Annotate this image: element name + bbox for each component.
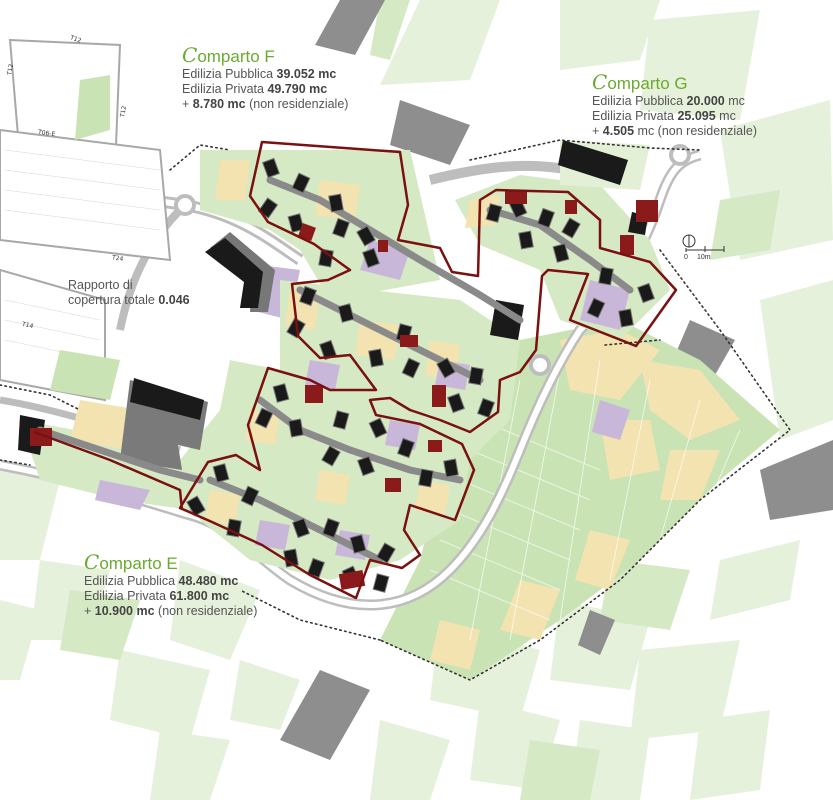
red-outline-network	[33, 140, 678, 600]
green-lot	[75, 75, 110, 140]
comparto-f-pub: Edilizia Pubblica 39.052 mc	[182, 67, 337, 81]
north-arrow	[682, 234, 696, 248]
dotted-boundaries	[0, 139, 792, 681]
comparto-f-nonres: + 8.780 mc (non residenziale)	[182, 97, 349, 111]
parking-lines	[4, 149, 161, 361]
coverage-ratio-label: Rapporto di copertura totale 0.046	[68, 278, 190, 308]
comparto-g-priv: Edilizia Privata 25.095 mc	[592, 109, 736, 123]
comparto-e-title: Comparto E	[84, 550, 178, 574]
comparto-f-priv: Edilizia Privata 49.790 mc	[182, 82, 328, 96]
roundabout	[669, 144, 691, 166]
grey-paths	[36, 176, 634, 564]
comparto-e-nonres: + 10.900 mc (non residenziale)	[84, 604, 258, 618]
comparto-f-title: Comparto F	[182, 43, 275, 67]
comparto-e-priv: Edilizia Privata 61.800 mc	[84, 589, 230, 603]
scale-bar	[685, 246, 725, 252]
comparto-g-label: Comparto G Edilizia Pubblica 20.000 mc E…	[592, 72, 757, 139]
comparto-e-label: Comparto E Edilizia Pubblica 48.480 mc E…	[84, 552, 257, 619]
scale-ten: 10m	[697, 254, 711, 261]
road-tag-t24: T24	[111, 254, 124, 263]
scale-zero: 0	[684, 254, 688, 261]
comparto-g-nonres: + 4.505 mc (non residenziale)	[592, 124, 758, 138]
coverage-line1: Rapporto di	[68, 278, 133, 292]
comparto-e-pub: Edilizia Pubblica 48.480 mc	[84, 574, 239, 588]
comparto-g-title: Comparto G	[592, 70, 688, 94]
roundabout	[529, 354, 551, 376]
large-buildings	[18, 140, 648, 470]
roundabout	[174, 194, 196, 216]
background-fields-mid	[60, 0, 780, 800]
residential-buildings	[186, 157, 656, 593]
coverage-line2: copertura totale 0.046	[68, 293, 190, 307]
comparto-g-pub: Edilizia Pubblica 20.000 mc	[592, 94, 745, 108]
comparto-f-label: Comparto F Edilizia Pubblica 39.052 mc E…	[182, 45, 348, 112]
